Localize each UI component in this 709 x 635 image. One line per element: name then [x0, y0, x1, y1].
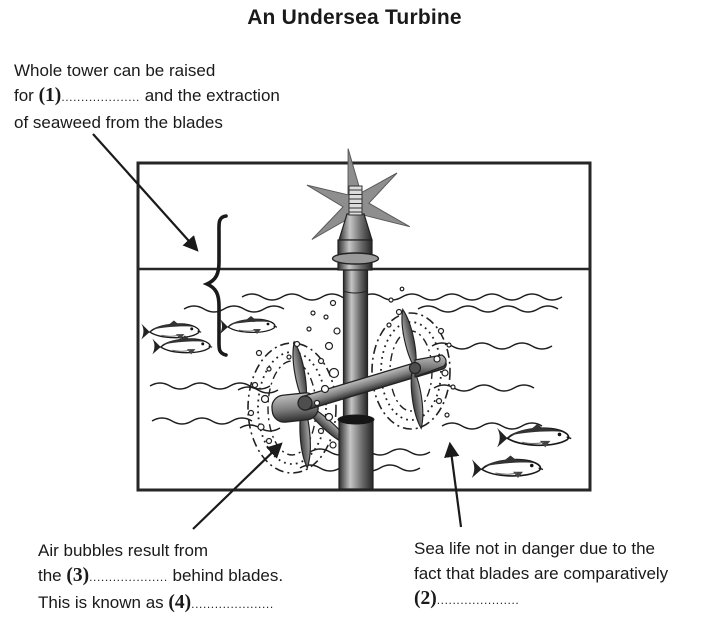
- annotation-sea-life: Sea life not in danger due to the fact t…: [414, 536, 668, 613]
- blank-number-2: (2): [414, 588, 437, 609]
- blank-number-3: (3): [66, 565, 90, 586]
- arrow-air-bubbles: [192, 442, 283, 530]
- ribbed-hub: [348, 185, 363, 216]
- tower-top: [331, 185, 380, 271]
- annotation-line: of seaweed from the blades: [14, 113, 223, 132]
- annotation-line: Whole tower can be raised: [14, 61, 216, 80]
- answer-blank-1: ....................: [61, 90, 140, 104]
- annotation-line: Sea life not in danger due to the: [414, 539, 656, 558]
- annotation-line: fact that blades are comparatively: [414, 564, 669, 583]
- blank-number-4: (4): [168, 592, 192, 613]
- blank-number-1: (1): [38, 85, 62, 106]
- answer-blank-2: .....................: [436, 593, 520, 607]
- annotation-line: the (3).................... behind blade…: [38, 565, 284, 586]
- page-title: An Undersea Turbine: [247, 6, 462, 29]
- annotation-line: This is known as (4)....................…: [38, 592, 274, 613]
- answer-blank-3: ....................: [89, 570, 168, 584]
- annotation-line: Air bubbles result from: [38, 541, 209, 560]
- pointer-arrows: [92, 133, 463, 530]
- annotation-air-bubbles: Air bubbles result from the (3).........…: [38, 538, 283, 617]
- arrow-sea-life: [444, 441, 463, 528]
- flange-ring: [331, 252, 380, 265]
- annotation-line: for (1).................... and the extr…: [14, 85, 280, 106]
- annotation-line: (2).....................: [414, 586, 668, 613]
- tower-sleeve: [337, 414, 375, 490]
- hub-left: [297, 395, 313, 411]
- annotation-tower-raised: Whole tower can be raised for (1).......…: [14, 58, 280, 135]
- arrow-raised-section: [92, 133, 199, 252]
- hub-right: [408, 361, 422, 375]
- raised-section-brace: [202, 214, 228, 357]
- answer-blank-4: .....................: [191, 597, 274, 611]
